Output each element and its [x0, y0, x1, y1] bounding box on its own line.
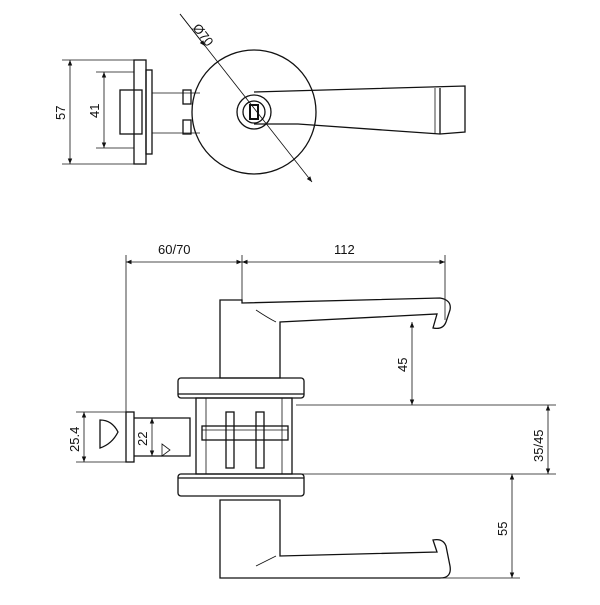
upper-lever — [219, 297, 451, 379]
lower-lever — [219, 499, 451, 579]
top-side-plate — [133, 59, 147, 165]
dim-25-4-label: 25.4 — [67, 427, 82, 452]
dim-60-70-label: 60/70 — [158, 242, 191, 257]
diameter-arrow — [179, 13, 206, 47]
lower-rose — [177, 473, 305, 497]
dim-41-label: 41 — [87, 104, 102, 118]
key-cylinder — [236, 94, 272, 130]
latch-plate — [125, 411, 135, 463]
dim-35-45-label: 35/45 — [531, 429, 546, 462]
upper-rose — [177, 377, 305, 399]
top-view: Ø70 57 41 — [53, 13, 466, 183]
dim-112-label: 112 — [334, 242, 355, 257]
dim-55-label: 55 — [495, 522, 510, 536]
dim-22-label: 22 — [135, 432, 150, 446]
side-view: 60/70 112 45 3 — [67, 242, 556, 579]
diameter-label: Ø70 — [190, 21, 217, 50]
dim-57-label: 57 — [53, 106, 68, 120]
dim-45-label: 45 — [395, 358, 410, 372]
top-lever — [253, 85, 466, 135]
rose-circle — [191, 49, 317, 175]
